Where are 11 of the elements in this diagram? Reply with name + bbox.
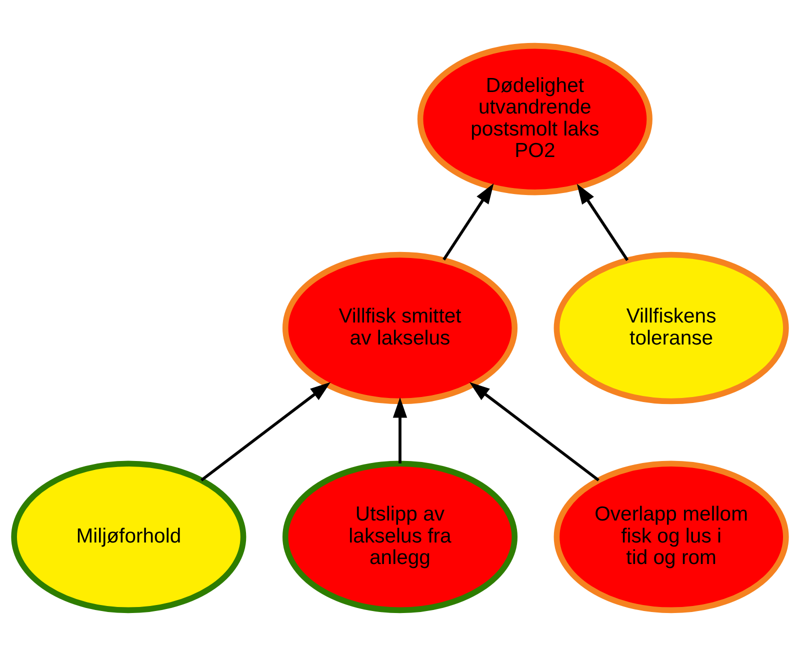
arrow — [576, 184, 629, 262]
node-ellipse: Utslipp av lakselus fra anlegg — [282, 460, 518, 614]
arrow — [442, 183, 494, 260]
node-ellipse: Miljøforhold — [11, 460, 246, 614]
arrow — [200, 382, 331, 482]
node-ellipse: Villfisk smittet av lakselus — [282, 252, 518, 404]
arrow — [469, 382, 600, 482]
node-ellipse: Overlapp mellom fisk og lus i tid og rom — [554, 460, 789, 614]
node-ellipse: Villfiskens toleranse — [554, 252, 789, 404]
node-ellipse: Dødelighet utvandrende postsmolt laks PO2 — [417, 42, 652, 196]
arrow — [392, 397, 408, 464]
